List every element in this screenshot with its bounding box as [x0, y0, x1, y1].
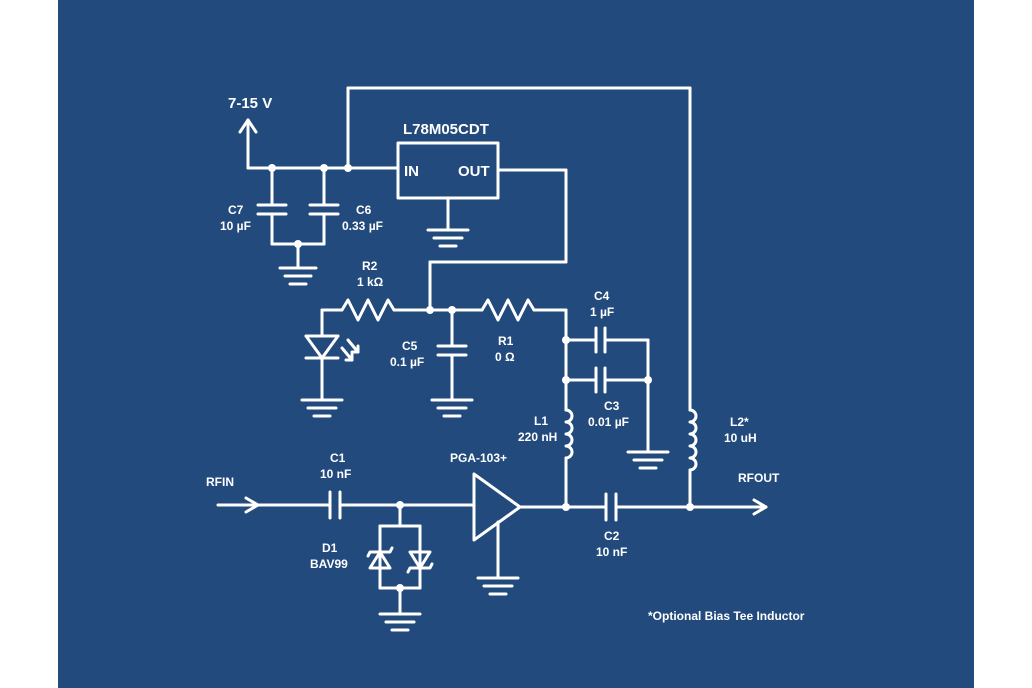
amplifier-pga103 — [472, 472, 608, 596]
c6-ref: C6 — [356, 203, 372, 217]
c1-value: 10 nF — [320, 467, 351, 481]
d1-ground — [378, 612, 422, 632]
l2-ref: L2* — [730, 415, 749, 429]
r2-ref: R2 — [362, 259, 378, 273]
capacitor-c7 — [256, 166, 288, 246]
c7-ref: C7 — [228, 203, 244, 217]
amplifier-name: PGA-103+ — [450, 451, 507, 465]
footnote: *Optional Bias Tee Inductor — [648, 609, 805, 623]
resistor-r1 — [480, 298, 570, 412]
c3-value: 0.01 µF — [588, 415, 629, 429]
capacitor-c2 — [604, 492, 768, 522]
node-5v — [392, 306, 484, 314]
regulator-pin-out: OUT — [458, 163, 490, 180]
capacitor-c3 — [564, 366, 650, 394]
l1-value: 220 nH — [518, 430, 557, 444]
c5-value: 0.1 µF — [390, 355, 424, 369]
r1-ref: R1 — [498, 334, 514, 348]
c2-value: 10 nF — [596, 545, 627, 559]
schematic-background — [58, 0, 974, 688]
c7-value: 10 µF — [220, 219, 251, 233]
capacitor-c6 — [308, 166, 340, 246]
r2-value: 1 kΩ — [357, 275, 384, 289]
d1-value: BAV99 — [310, 557, 348, 571]
c4-c3-ground — [626, 338, 670, 470]
rfin-label: RFIN — [206, 475, 234, 489]
inductor-l2 — [688, 408, 698, 508]
capacitor-c1 — [328, 490, 476, 520]
resistor-r2 — [320, 298, 396, 336]
c3-ref: C3 — [604, 399, 620, 413]
capacitor-c4 — [564, 326, 650, 354]
led-ground — [300, 398, 344, 418]
c4-value: 1 µF — [590, 305, 614, 319]
l1-ref: L1 — [534, 414, 548, 428]
regulator-ground — [426, 196, 470, 248]
r1-value: 0 Ω — [495, 350, 515, 364]
c5-ref: C5 — [402, 339, 418, 353]
regulator-output-wire — [428, 168, 568, 312]
c1-ref: C1 — [330, 451, 346, 465]
c4-ref: C4 — [594, 289, 610, 303]
led — [304, 334, 360, 402]
rfout-label: RFOUT — [738, 471, 780, 485]
regulator-name: L78M05CDT — [403, 121, 489, 138]
diode-d1 — [366, 503, 434, 616]
c2-ref: C2 — [604, 529, 620, 543]
supply-label: 7-15 V — [228, 95, 272, 112]
capacitor-c5 — [436, 308, 468, 402]
c6-value: 0.33 µF — [342, 219, 383, 233]
ground-c7-c6 — [270, 240, 326, 286]
regulator-pin-in: IN — [404, 163, 419, 180]
inductor-l1 — [564, 408, 574, 508]
rfin-arrow — [216, 496, 332, 514]
c5-ground — [430, 398, 474, 418]
d1-ref: D1 — [322, 541, 338, 555]
rfout-arrow — [752, 498, 768, 516]
l2-value: 10 uH — [724, 431, 757, 445]
supply-arrow — [238, 118, 258, 170]
